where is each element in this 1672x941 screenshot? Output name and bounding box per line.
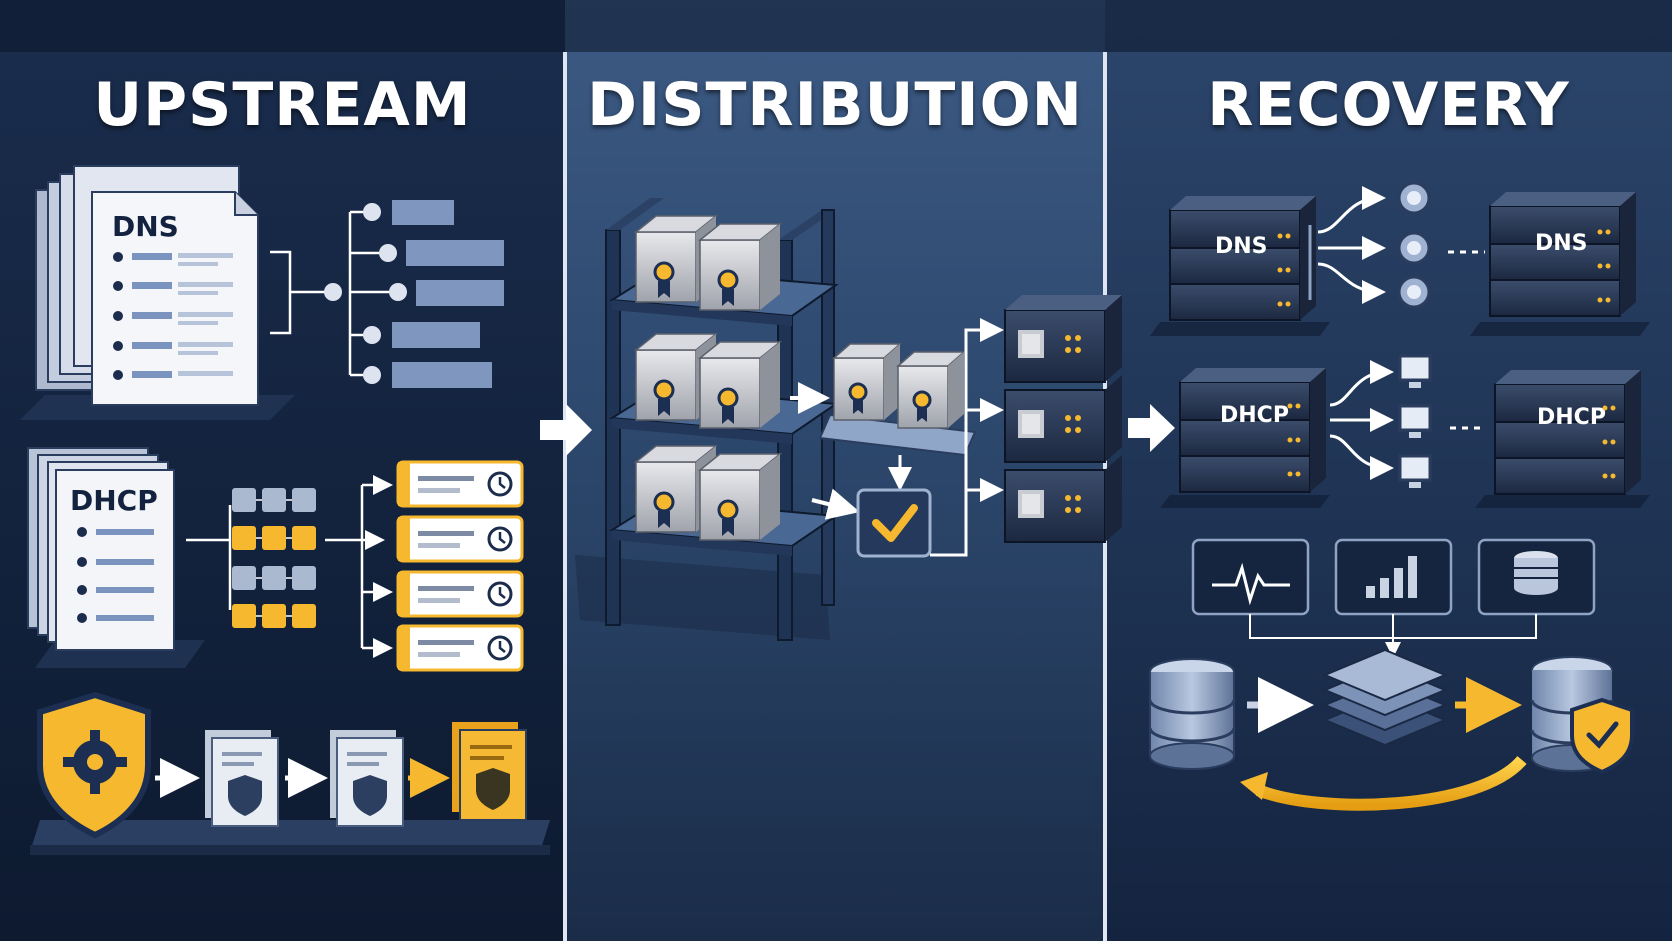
package-icon	[697, 223, 783, 311]
flow-arrow-distribution-to-recovery	[1128, 404, 1175, 452]
server-icon	[1004, 295, 1122, 383]
clock-icon	[487, 581, 513, 607]
package-icon	[832, 343, 902, 421]
panel-title-recovery: RECOVERY	[1207, 70, 1570, 140]
panel-title-upstream: UPSTREAM	[93, 70, 472, 140]
shield-check-icon	[1570, 697, 1634, 775]
package-icon	[896, 351, 966, 429]
dhcp-primary-label: DHCP	[1220, 403, 1289, 428]
monitoring-panel	[1191, 538, 1596, 658]
bar-chart-icon	[1334, 538, 1453, 616]
checkmark-icon	[856, 488, 932, 558]
dns-replication-arrows	[1308, 186, 1386, 304]
dns-tree-nodes	[324, 200, 504, 388]
package-shelf	[575, 198, 839, 641]
staging-tray	[790, 343, 977, 520]
dns-secondary-server: DNS	[1470, 192, 1650, 336]
server-icon	[1004, 375, 1122, 463]
distribution-servers	[1004, 295, 1122, 543]
package-icon	[697, 341, 783, 429]
lease-card	[396, 515, 524, 563]
lease-card	[396, 460, 524, 508]
flow-arrow-upstream-to-distribution	[540, 404, 592, 456]
dns-primary-label: DNS	[1215, 234, 1268, 259]
dhcp-primary-server: DHCP	[1160, 368, 1330, 508]
monitor-icon	[1398, 454, 1432, 488]
shield-document-icon	[330, 730, 404, 827]
dns-record-bar	[392, 200, 454, 225]
dns-record-bar	[392, 322, 480, 348]
server-icon	[1004, 455, 1122, 543]
dhcp-document-stack: DHCP	[27, 447, 205, 668]
security-row	[30, 691, 550, 855]
database-icon	[1148, 658, 1236, 770]
dhcp-clients	[1398, 354, 1432, 488]
dhcp-replication-arrows	[1329, 360, 1394, 480]
shield-document-icon	[205, 730, 279, 827]
package-icon	[697, 453, 783, 541]
dns-record-bar	[416, 280, 504, 306]
shield-document-icon	[452, 722, 527, 821]
dns-primary-server: DNS	[1150, 196, 1330, 336]
restore-arc	[1255, 755, 1527, 811]
panel-title-distribution: DISTRIBUTION	[587, 70, 1083, 140]
monitor-icon	[1398, 404, 1432, 438]
dns-document-stack: DNS	[20, 165, 295, 420]
layered-storage-icon	[1322, 648, 1448, 747]
dhcp-secondary-label: DHCP	[1537, 405, 1606, 430]
lease-card	[396, 570, 524, 618]
backup-flow	[1148, 648, 1634, 811]
dns-secondary-label: DNS	[1535, 231, 1588, 256]
dns-record-bar	[392, 362, 492, 388]
lease-card	[396, 624, 524, 672]
dhcp-document-label: DHCP	[70, 484, 158, 517]
dns-document-label: DNS	[112, 210, 179, 243]
clock-icon	[487, 471, 513, 497]
gear-shield-icon	[37, 691, 151, 839]
heartbeat-icon	[1191, 538, 1310, 616]
dns-record-bar	[406, 240, 504, 266]
clock-icon	[487, 635, 513, 661]
dns-replica-nodes	[1397, 181, 1431, 309]
dhcp-grid	[186, 475, 393, 658]
monitor-icon	[1398, 354, 1432, 388]
clock-icon	[487, 526, 513, 552]
dhcp-secondary-server: DHCP	[1475, 370, 1650, 508]
database-icon	[1477, 538, 1596, 616]
lease-cards	[396, 460, 524, 672]
